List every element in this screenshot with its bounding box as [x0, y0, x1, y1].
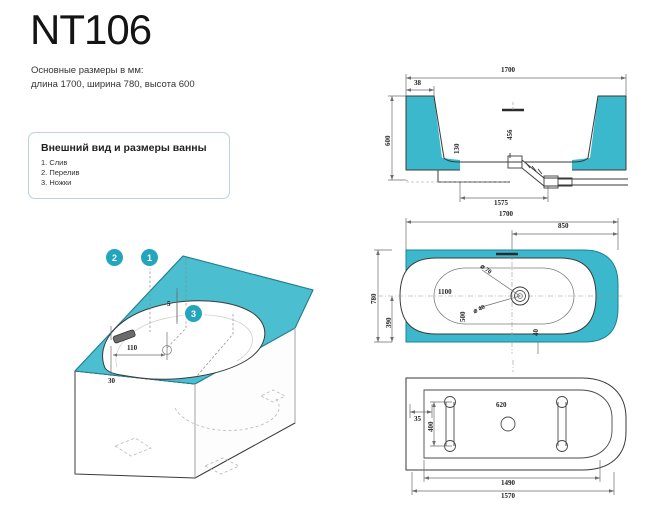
- dimension-label-1100: 1100: [438, 288, 452, 296]
- dimension-label-30: 30: [108, 377, 115, 385]
- page-title: NT106: [30, 6, 152, 53]
- dimension-label-35: 35: [414, 415, 421, 423]
- dimension-label-780: 780: [370, 293, 378, 305]
- overflow-slot: [112, 329, 136, 344]
- dimension-label-1570: 1570: [501, 492, 515, 500]
- dimension-label-620: 620: [496, 401, 507, 409]
- info-panel-list: 1. Слив 2. Перелив 3. Ножки: [41, 158, 217, 188]
- dimension-label-1575: 1575: [494, 199, 508, 207]
- dimension-label-1700-front: 1700: [501, 66, 515, 74]
- drain-detail: [510, 286, 530, 306]
- callout-badge-1[interactable]: 1: [141, 249, 158, 266]
- dimension-label-390: 390: [385, 317, 393, 329]
- dimension-label-600: 600: [384, 135, 392, 147]
- bottom-view: 35 400 620 1490 1570: [382, 360, 644, 500]
- dimension-label-40-plan: 40: [532, 329, 540, 336]
- page-subtitle: Основные размеры в мм: длина 1700, ширин…: [31, 65, 195, 90]
- list-item: 3. Ножки: [41, 178, 72, 187]
- dimension-label-5: 5: [167, 300, 171, 308]
- isometric-view: 1 2 3 110 30 5: [55, 228, 335, 479]
- info-panel-heading: Внешний вид и размеры ванны: [41, 142, 207, 154]
- dimension-label-456: 456: [506, 129, 514, 141]
- list-item: 2. Перелив: [41, 168, 80, 177]
- dimension-label-400: 400: [427, 421, 435, 433]
- dimension-label-130: 130: [453, 143, 461, 155]
- dimension-label-110: 110: [127, 344, 138, 352]
- list-item: 1. Слив: [41, 158, 68, 167]
- dimension-label-1490: 1490: [501, 479, 515, 487]
- plan-view: 1700 850 780 390 1100 500 40 ⌀ 70 ⌀ 40: [370, 208, 644, 358]
- dimension-label-850: 850: [558, 222, 569, 230]
- front-elevation-view: 1700 38 600 456 130 1575: [382, 58, 644, 208]
- callout-badge-2[interactable]: 2: [106, 249, 123, 266]
- dimension-label-500: 500: [459, 311, 467, 323]
- dimension-label-38: 38: [414, 79, 421, 87]
- dimension-label-1700-plan: 1700: [499, 210, 513, 218]
- callout-badge-3[interactable]: 3: [185, 305, 202, 322]
- info-panel: Внешний вид и размеры ванны 1. Слив 2. П…: [28, 132, 230, 199]
